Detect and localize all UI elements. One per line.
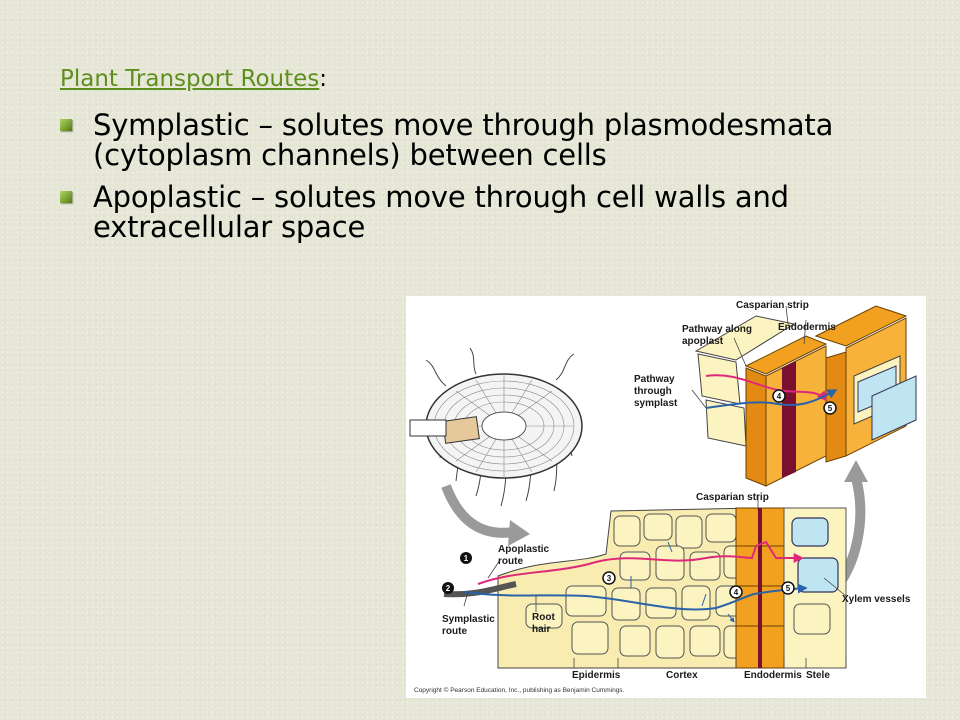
bullet-list: Symplastic – solutes move through plasmo… bbox=[60, 110, 920, 254]
step-5-label: 5 bbox=[786, 584, 791, 593]
step-5-top-label: 5 bbox=[828, 404, 833, 413]
title-link[interactable]: Plant Transport Routes bbox=[60, 66, 320, 92]
label-symplastic-route-1: Symplastic bbox=[442, 614, 495, 625]
step-1-label: 1 bbox=[464, 554, 469, 563]
bullet-square-icon bbox=[60, 119, 72, 131]
label-cortex: Cortex bbox=[666, 670, 698, 681]
label-pathway-symplast-2: through bbox=[634, 386, 672, 397]
bullet-text: Apoplastic – solutes move through cell w… bbox=[93, 180, 789, 244]
label-root-hair-2: hair bbox=[532, 624, 550, 635]
label-casparian-strip-mid: Casparian strip bbox=[696, 492, 769, 503]
tissue-section bbox=[443, 507, 847, 669]
label-pathway-symplast-1: Pathway bbox=[634, 374, 675, 385]
step-markers: 1 2 3 4 5 4 5 bbox=[442, 389, 837, 599]
label-apoplastic-route-2: route bbox=[498, 556, 523, 567]
bullet-text: Symplastic – solutes move through plasmo… bbox=[93, 108, 834, 172]
label-endodermis-top: Endodermis bbox=[778, 322, 836, 333]
step-4-label: 4 bbox=[734, 588, 739, 597]
step-3-label: 3 bbox=[607, 574, 612, 583]
label-pathway-apoplast-1: Pathway along bbox=[682, 324, 752, 335]
label-pathway-apoplast-2: apoplast bbox=[682, 336, 724, 347]
label-symplastic-route-2: route bbox=[442, 626, 467, 637]
label-xylem-vessels: Xylem vessels bbox=[842, 594, 911, 605]
root-cross-section bbox=[409, 347, 583, 507]
root-transport-diagram: 1 2 3 4 5 4 5 Casparian strip Endodermis… bbox=[406, 296, 926, 698]
copyright-text: Copyright © Pearson Education, Inc., pub… bbox=[414, 686, 625, 694]
label-endodermis-bottom: Endodermis bbox=[744, 670, 802, 681]
label-apoplastic-route-1: Apoplastic bbox=[498, 544, 550, 555]
label-pathway-symplast-3: symplast bbox=[634, 398, 678, 409]
label-epidermis: Epidermis bbox=[572, 670, 621, 681]
label-root-hair-1: Root bbox=[532, 612, 555, 623]
diagram-svg: 1 2 3 4 5 4 5 Casparian strip Endodermis… bbox=[409, 300, 917, 694]
step-2-label: 2 bbox=[446, 584, 451, 593]
bullet-square-icon bbox=[60, 191, 72, 203]
slide-title: Plant Transport Routes: bbox=[60, 64, 327, 94]
bullet-symplastic: Symplastic – solutes move through plasmo… bbox=[60, 110, 920, 170]
endodermis-enlarged bbox=[694, 305, 917, 487]
step-4-top-label: 4 bbox=[777, 392, 782, 401]
label-casparian-strip-top: Casparian strip bbox=[736, 300, 809, 311]
bullet-apoplastic: Apoplastic – solutes move through cell w… bbox=[60, 182, 920, 242]
label-stele: Stele bbox=[806, 670, 830, 681]
title-colon: : bbox=[319, 66, 327, 92]
